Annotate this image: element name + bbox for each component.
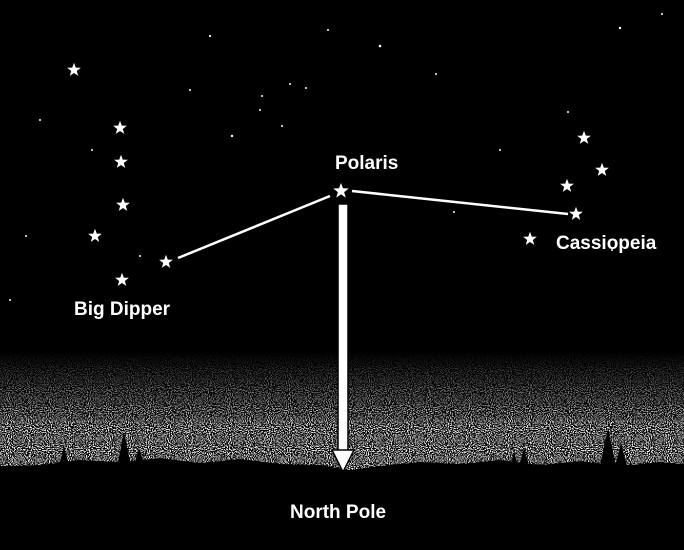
cassiopeia-label: Cassiopeia	[556, 233, 657, 254]
big-dipper-label: Big Dipper	[74, 299, 171, 320]
dipper-to-polaris-line	[177, 194, 331, 260]
background-stars	[9, 13, 663, 301]
tree-icon	[510, 452, 518, 466]
polaris-to-cassiopeia-line	[351, 189, 569, 216]
tree-icon	[615, 444, 627, 466]
tree-icon	[134, 447, 144, 466]
tree-icon	[519, 448, 529, 466]
tree-icon	[59, 446, 69, 466]
tree-icon	[600, 428, 616, 466]
down-arrow-icon	[330, 203, 356, 474]
tree-icon	[117, 432, 131, 466]
ground-silhouette	[0, 458, 684, 550]
tree-icon-group-right	[510, 428, 627, 466]
polaris-label: Polaris	[335, 153, 398, 174]
north-pole-label: North Pole	[290, 502, 386, 523]
tree-icon-group-left	[59, 432, 144, 466]
